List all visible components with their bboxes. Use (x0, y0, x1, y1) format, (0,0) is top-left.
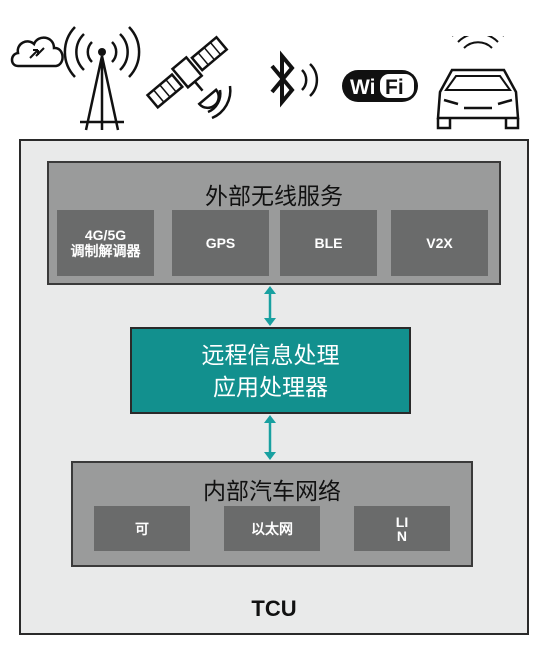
internal-network-title: 内部汽车网络 (203, 478, 341, 504)
network-ethernet: 以太网 (224, 506, 320, 551)
cell-tower-icon (63, 26, 141, 131)
service-4g-5g-modem: 4G/5G 调制解调器 (57, 210, 154, 276)
service-label: BLE (314, 235, 343, 251)
service-ble: BLE (280, 210, 377, 276)
wifi-icon: Wi Fi (342, 70, 418, 102)
service-label: V2X (426, 235, 453, 251)
external-wireless-services-panel: 外部无线服务 4G/5G 调制解调器 GPS BLE V2X (47, 161, 501, 285)
service-gps: GPS (172, 210, 269, 276)
svg-text:Fi: Fi (385, 76, 404, 99)
network-label-line2: N (396, 527, 408, 544)
car-icon (436, 36, 520, 130)
processor-line2: 应用处理器 (213, 374, 328, 400)
telematics-application-processor: 远程信息处理 应用处理器 (130, 327, 411, 414)
service-label: GPS (205, 235, 236, 251)
bidirectional-arrow-bottom (264, 415, 276, 460)
external-services-title: 外部无线服务 (205, 183, 343, 209)
network-label: LI (395, 513, 409, 530)
service-label: 4G/5G (84, 227, 127, 243)
network-label: 可 (135, 520, 149, 537)
satellite-icon (145, 35, 232, 120)
network-label: 以太网 (251, 520, 293, 537)
cloud-icon (10, 36, 64, 68)
network-can: 可 (94, 506, 190, 551)
tcu-container: 外部无线服务 4G/5G 调制解调器 GPS BLE V2X 远程信息处理 应用… (19, 139, 529, 635)
tcu-label: TCU (251, 596, 297, 621)
svg-text:Wi: Wi (350, 76, 375, 99)
bidirectional-arrow-top (264, 286, 276, 326)
connectivity-icons-row: Wi Fi (0, 0, 550, 140)
processor-line1: 远程信息处理 (201, 342, 340, 368)
service-sublabel: 调制解调器 (70, 243, 141, 259)
service-v2x: V2X (391, 210, 488, 276)
network-lin: LI N (354, 506, 450, 551)
bluetooth-icon (270, 50, 319, 108)
internal-vehicle-network-panel: 内部汽车网络 可 以太网 LI N (71, 461, 473, 567)
